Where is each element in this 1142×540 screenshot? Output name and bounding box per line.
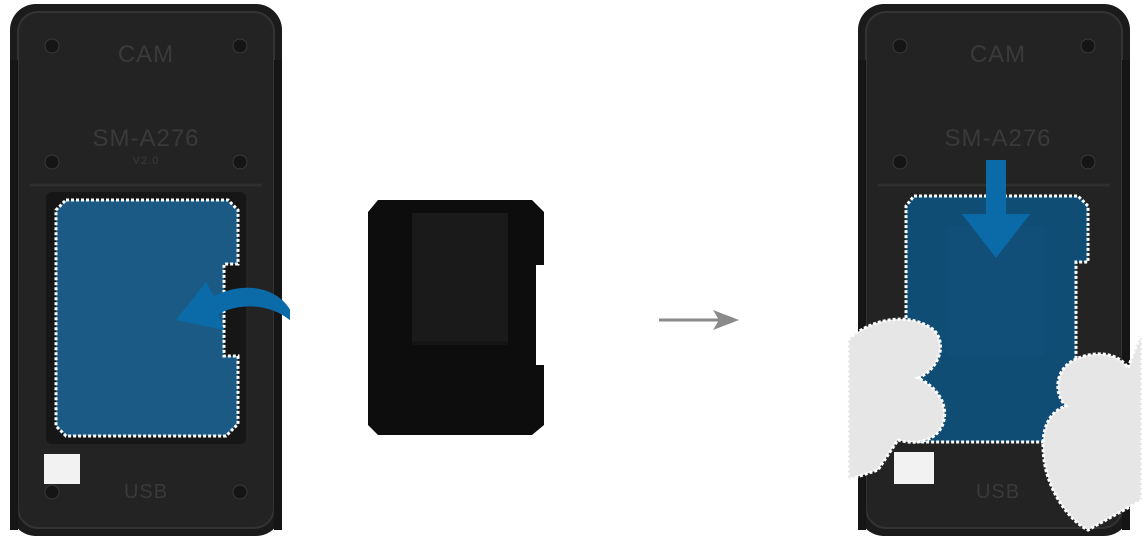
right-frame-panel: CAM SM-A276 USB [848, 0, 1142, 540]
right-model-label: SM-A276 [944, 125, 1051, 152]
right-white-square [894, 452, 934, 484]
step-arrow [655, 305, 745, 335]
left-frame-panel: CAM SM-A276 V2.0 USB [0, 0, 290, 540]
left-version-label: V2.0 [133, 155, 160, 167]
right-arrow-icon [659, 310, 739, 330]
right-usb-label: USB [976, 481, 1020, 503]
left-white-square [44, 454, 80, 484]
left-model-label: SM-A276 [92, 125, 199, 152]
right-cam-label: CAM [970, 41, 1026, 68]
left-cam-label: CAM [118, 41, 174, 68]
black-film-piece [360, 195, 555, 440]
left-usb-label: USB [124, 481, 168, 503]
